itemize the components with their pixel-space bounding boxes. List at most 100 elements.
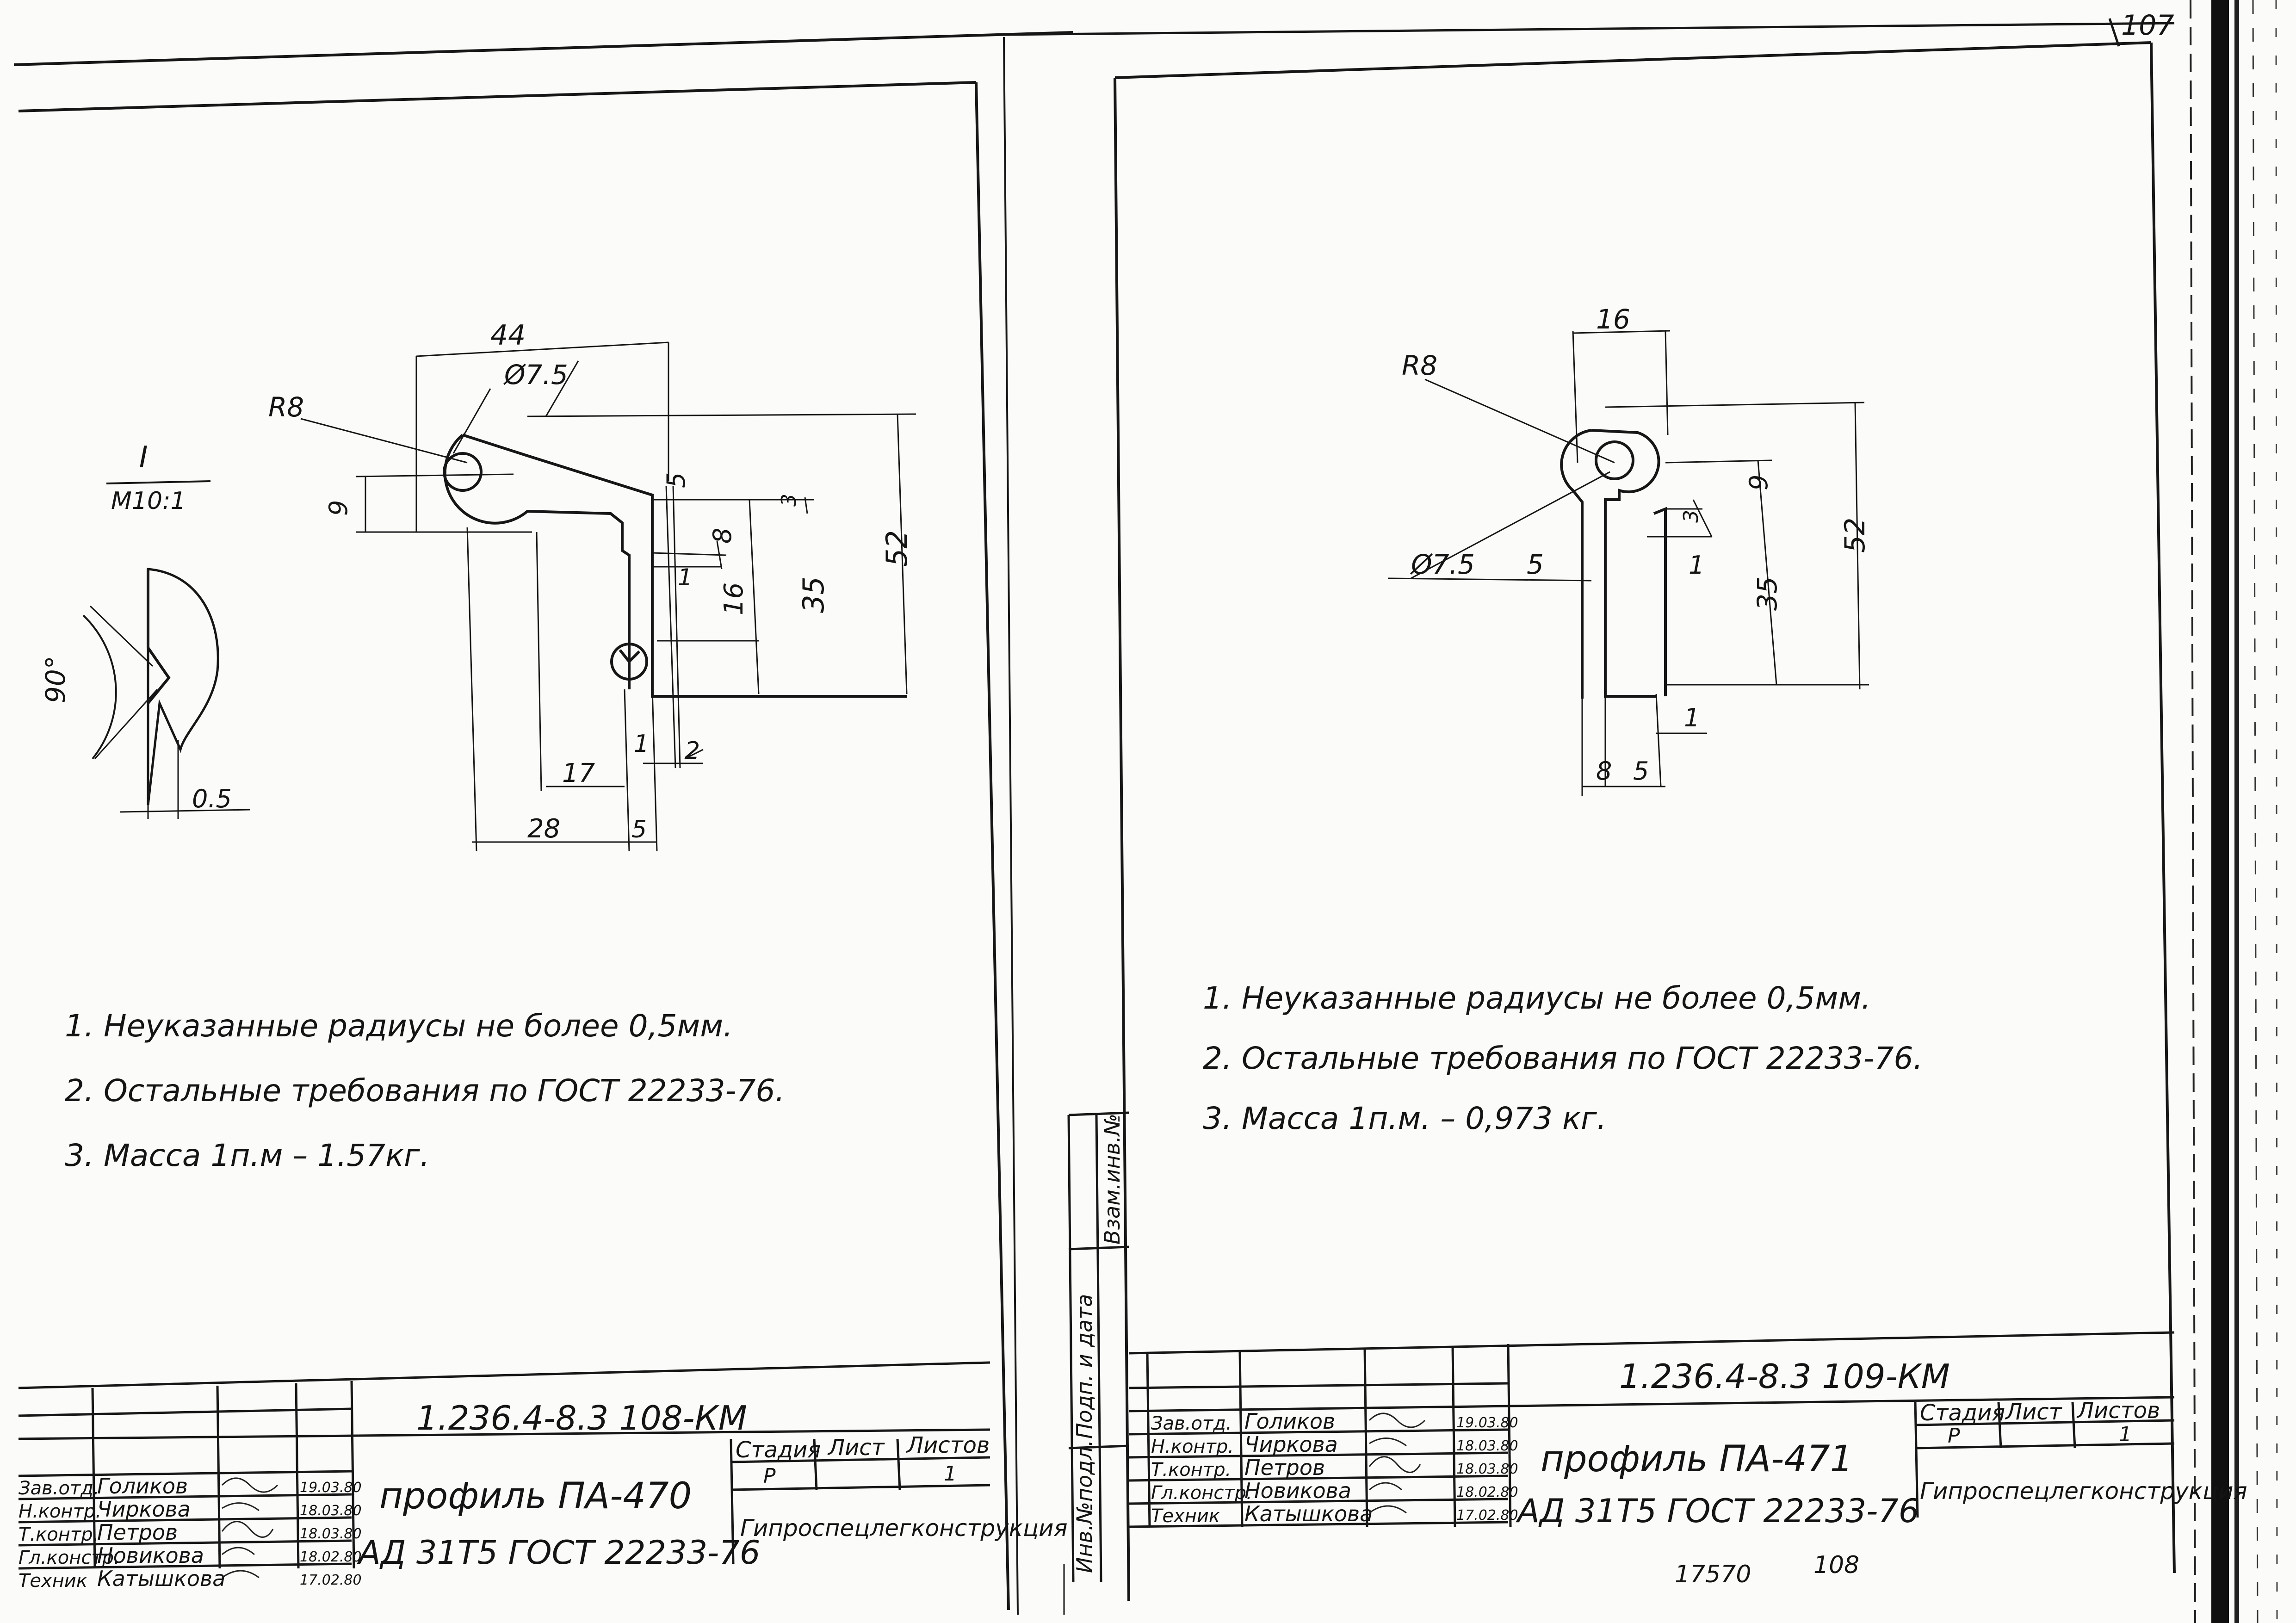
right-note-2: 2. Остальные требования по ГОСТ 22233-76…	[1203, 1041, 1923, 1076]
right-material: АД 31Т5 ГОСТ 22233-76	[1516, 1492, 1919, 1530]
left-date-1: 19.03.80	[300, 1480, 362, 1496]
right-note-3: 3. Масса 1п.м. – 0,973 кг.	[1203, 1101, 1607, 1136]
stamp-inv-no: Инв.№подл.	[1072, 1440, 1097, 1573]
left-dimension-lines	[300, 341, 916, 852]
dim-9: 9	[1744, 475, 1773, 490]
dim-1-top: 1	[1689, 551, 1704, 580]
dim-28: 28	[527, 814, 560, 844]
left-note-2: 2. Остальные требования по ГОСТ 22233-76…	[65, 1073, 785, 1109]
detail-mark: I	[139, 440, 148, 475]
left-org: Гипроспецлегконструкция	[740, 1515, 1068, 1542]
right-signature-rows: Зав.отд. Н.контр. Т.контр. Гл.констр. Те…	[1151, 1409, 1518, 1527]
dim-5: 5	[662, 472, 691, 488]
dim-17: 17	[562, 758, 595, 788]
left-sheet-label: Лист	[827, 1435, 885, 1461]
left-doc-code: 1.236.4-8.3 108-КМ	[416, 1399, 747, 1437]
left-role-5: Техник	[19, 1570, 87, 1592]
dim-52: 52	[880, 530, 914, 567]
right-side-stamp: Инв.№подл. Подп. и дата Взам.инв.№	[1067, 1111, 1129, 1583]
left-date-3: 18.03.80	[300, 1526, 362, 1542]
right-role-3: Т.контр.	[1151, 1459, 1231, 1481]
right-part-title: профиль ПА-471	[1541, 1438, 1853, 1480]
detail-angle: 90°	[40, 656, 71, 703]
right-date-3: 18.03.80	[1456, 1461, 1518, 1477]
left-part-title: профиль ПА-470	[379, 1475, 692, 1517]
dim-1-top: 1	[678, 564, 693, 591]
left-title-block: 1.236.4-8.3 108-КМ профиль ПА-470 АД 31Т…	[18, 1361, 1068, 1592]
scan-edge	[2190, 0, 2278, 1623]
right-role-4: Гл.констр.	[1151, 1482, 1252, 1504]
right-doc-code: 1.236.4-8.3 109-КМ	[1619, 1357, 1950, 1396]
dim-16: 16	[1596, 304, 1630, 335]
right-title-block: 1.236.4-8.3 109-КМ профиль ПА-471 АД 31Т…	[1128, 1331, 2247, 1588]
dim-35: 35	[797, 576, 830, 613]
right-dimension-labels: 16 R8 Ø7.5 5 9 3 1 35 52 1 8 5	[1402, 304, 1871, 786]
left-role-4: Гл.констр.	[19, 1547, 120, 1568]
left-note-1: 1. Неуказанные радиусы не более 0,5мм.	[65, 1008, 733, 1044]
dim-3: 3	[777, 494, 801, 507]
dim-5: 5	[1527, 549, 1544, 580]
dim-16: 16	[719, 582, 749, 615]
dim-radius: R8	[268, 391, 304, 423]
corner-sheet-number: 107	[2121, 9, 2174, 42]
right-stage: Р	[1948, 1424, 1960, 1448]
left-signatures	[221, 1477, 278, 1579]
right-sheets: 1	[2119, 1423, 2132, 1446]
right-role-5: Техник	[1151, 1505, 1220, 1527]
dim-52: 52	[1839, 518, 1871, 553]
left-signature-rows: Зав.отд. Н.контр. Т.контр. Гл.констр. Те…	[19, 1474, 362, 1592]
footer-number-1: 17570	[1675, 1561, 1751, 1588]
left-sheets-label: Листов	[906, 1432, 990, 1458]
dim-8: 8	[1596, 756, 1612, 786]
dim-1-bottom: 1	[1684, 703, 1700, 732]
left-name-2: Чиркова	[97, 1497, 191, 1522]
detail-depth: 0.5	[192, 784, 232, 813]
right-org: Гипроспецлегконструкция	[1920, 1478, 2247, 1505]
right-stage-label: Стадия	[1920, 1400, 2005, 1426]
detail-view: I M10:1 90° 0.5	[40, 440, 250, 819]
dim-1-bottom: 1	[634, 730, 649, 758]
left-date-5: 17.02.80	[300, 1572, 362, 1588]
stamp-sign-date: Подп. и дата	[1072, 1294, 1097, 1439]
left-material: АД 31Т5 ГОСТ 22233-76	[357, 1534, 760, 1572]
left-notes: 1. Неуказанные радиусы не более 0,5мм. 2…	[65, 1008, 785, 1173]
dim-diameter: Ø7.5	[1410, 549, 1475, 580]
right-date-2: 18.03.80	[1456, 1438, 1518, 1454]
left-role-2: Н.контр.	[19, 1501, 101, 1522]
dim-8: 8	[708, 528, 737, 544]
right-date-5: 17.02.80	[1456, 1507, 1518, 1524]
right-note-1: 1. Неуказанные радиусы не более 0,5мм.	[1203, 980, 1871, 1016]
left-dimension-labels: 44 Ø7.5 R8 9 5 3 8 1 16 35 52 17 1 2 28 …	[268, 319, 914, 844]
right-name-5: Катышкова	[1244, 1501, 1373, 1526]
left-sheets: 1	[944, 1462, 957, 1486]
left-note-3: 3. Масса 1п.м – 1.57кг.	[65, 1138, 430, 1173]
dim-diameter: Ø7.5	[503, 359, 568, 390]
left-name-1: Голиков	[97, 1474, 188, 1499]
left-stage: Р	[763, 1464, 776, 1488]
right-name-3: Петров	[1244, 1455, 1325, 1480]
left-date-2: 18.03.80	[300, 1503, 362, 1519]
right-signatures	[1368, 1412, 1426, 1514]
dim-35: 35	[1751, 576, 1783, 611]
page-frames	[13, 18, 2176, 1615]
left-name-3: Петров	[97, 1520, 178, 1545]
stamp-replace-inv: Взам.инв.№	[1100, 1114, 1125, 1245]
right-notes: 1. Неуказанные радиусы не более 0,5мм. 2…	[1203, 980, 1923, 1136]
left-stage-label: Стадия	[736, 1437, 821, 1463]
right-sheets-label: Листов	[2076, 1398, 2160, 1424]
dim-5-bottom: 5	[631, 816, 647, 843]
dim-44: 44	[490, 319, 526, 352]
detail-scale: M10:1	[111, 487, 186, 515]
dim-5-bottom: 5	[1633, 756, 1649, 786]
right-name-2: Чиркова	[1244, 1432, 1338, 1457]
dim-9: 9	[324, 500, 353, 516]
left-date-4: 18.02.80	[300, 1549, 362, 1565]
dim-radius: R8	[1402, 350, 1437, 381]
right-role-1: Зав.отд.	[1151, 1413, 1232, 1434]
right-date-4: 18.02.80	[1456, 1484, 1518, 1500]
right-role-2: Н.контр.	[1151, 1436, 1234, 1457]
footer-number-2: 108	[1813, 1551, 1859, 1579]
right-profile-drawing	[1560, 429, 1667, 699]
right-name-4: Новикова	[1244, 1478, 1351, 1503]
